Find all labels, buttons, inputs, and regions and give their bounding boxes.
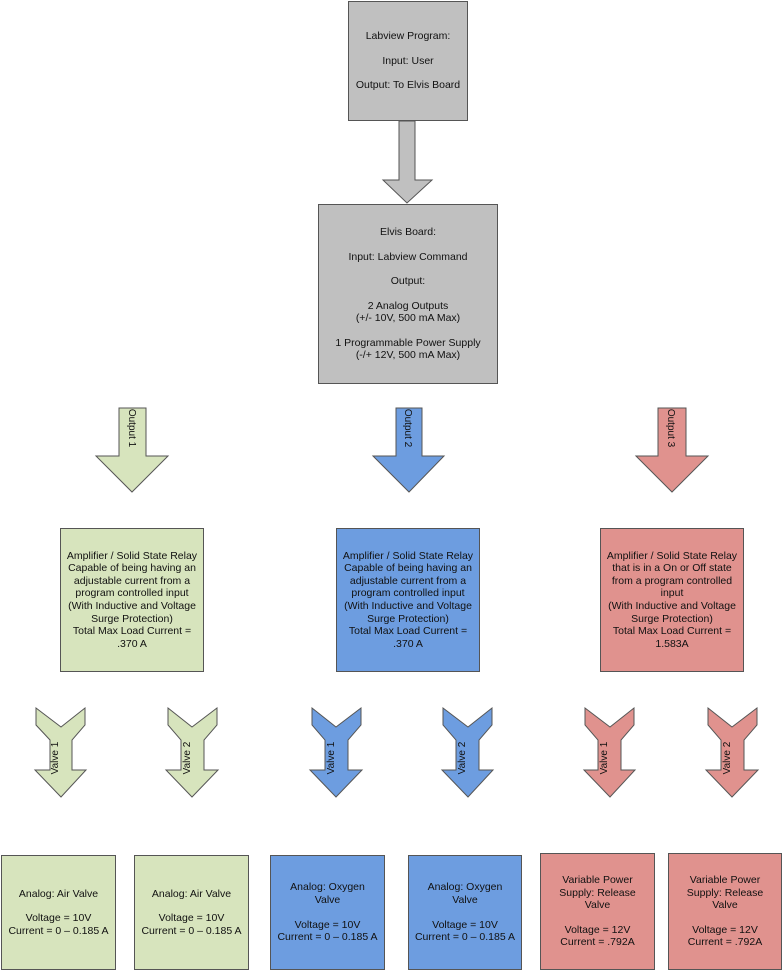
valve-arrow-5: Valve 1 [582,706,637,798]
box-text-line: input [660,587,684,600]
box-text-line: Current = .792A [560,936,635,949]
box-text-line: Current = 0 – 0.185 A [414,931,516,944]
valve-arrow-2: Valve 2 [164,706,220,798]
box-text-line: Total Max Load Current = [72,625,192,638]
output-arrow-1: Output 1 [94,407,170,493]
box-text-line: Voltage = 10V [158,912,225,925]
valve-arrow-1: Valve 1 [33,706,88,798]
box-text-line: Capable of being having an [68,562,196,575]
box-text-line: Valve [452,893,478,906]
box-text-line: .370 A [117,637,147,650]
box-text-line: Current = 0 – 0.185 A [277,931,378,944]
box-text-line: Supply: Release [686,886,764,899]
valve-arrow-6-label: Valve 2 [722,741,733,774]
box-text-line: Valve [584,899,611,912]
box-text-line: Surge Protection) [91,612,173,625]
arrow-labview-to-elvis [381,120,434,204]
box-text-line: 1.583A [655,637,689,650]
box-text-line: Voltage = 10V [294,918,361,931]
box-text-line: adjustable current from a [349,574,467,587]
box-text-line: (With Inductive and Voltage [68,600,196,612]
output-arrow-3: Output 3 [634,407,710,493]
box-text-line: Amplifier / Solid State Relay [66,549,198,562]
valve-arrow-2-label: Valve 2 [182,741,193,774]
box-text-line: 2 Analog Outputs [367,299,449,312]
box-text-line: Labview Program: [365,30,451,43]
box-text-line: Analog: Air Valve [151,887,232,900]
box-text-line: Voltage = 10V [25,912,92,925]
output-3-label: Output 3 [665,409,676,448]
box-text-line: adjustable current from a [73,574,191,587]
box-text-line: Voltage = 10V [432,918,498,931]
valve-arrow-3: Valve 1 [308,706,364,798]
box-text-line: Surge Protection) [367,612,449,625]
box-text-line: Voltage = 12V [564,923,631,936]
box-text-line: Amplifier / Solid State Relay [342,549,474,562]
box-text-line: Output: To Elvis Board [355,79,461,92]
box-text-line: program controlled input [351,587,465,600]
box-text-line: Voltage = 12V [692,923,758,936]
box-text-line: Analog: Oxygen [290,881,365,894]
valve-arrow-1-label: Valve 1 [50,741,61,774]
box-text-line: Current = .792A [687,936,763,949]
box-text-line: Analog: Oxygen [427,881,503,894]
box-text-line: from a program controlled [611,574,733,587]
box-text-line: Elvis Board: [379,225,437,238]
output-arrow-2: Output 2 [371,407,446,493]
box-text-line: Total Max Load Current = [612,625,732,638]
box-text-line: Capable of being having an [344,562,472,575]
box-text-line: (-/+ 12V, 500 mA Max) [355,349,461,362]
box-text-line: that is in a On or Off state [612,562,732,575]
valve-arrow-6: Valve 2 [704,706,760,798]
box-text-line: Amplifier / Solid State Relay [606,549,738,562]
box-text-line: Total Max Load Current = [348,625,468,638]
box-text-line: 1 Programmable Power Supply [335,336,481,349]
box-text-line: Variable Power [562,874,633,887]
box-text-line: (With Inductive and Voltage [344,600,472,612]
box-text-line: Valve [712,899,738,912]
box-text-line: Output: [390,275,426,288]
box-text-line: (+/- 10V, 500 mA Max) [355,312,461,325]
box-text-line: Input: User [382,54,434,67]
valve-arrow-4-label: Valve 2 [457,741,468,774]
box-text-line: Variable Power [689,874,761,887]
output-1-label: Output 1 [126,409,137,448]
valve-arrow-4: Valve 2 [440,706,495,798]
box-text-line: Surge Protection) [631,612,713,625]
box-text-line: Analog: Air Valve [18,887,99,900]
box-text-line: .370 A [393,637,423,650]
box-text-line: Supply: Release [559,886,636,899]
box-text-line: Valve [314,893,341,906]
valve-arrow-3-label: Valve 1 [326,741,337,774]
box-text-line: Current = 0 – 0.185 A [141,924,242,937]
box-text-line: Current = 0 – 0.185 A [8,924,109,937]
output-2-label: Output 2 [402,409,413,448]
box-text-line: Input: Labview Command [348,250,468,263]
valve-arrow-5-label: Valve 1 [599,741,610,774]
box-text-line: (With Inductive and Voltage [608,600,736,612]
box-text-line: program controlled input [75,587,189,600]
